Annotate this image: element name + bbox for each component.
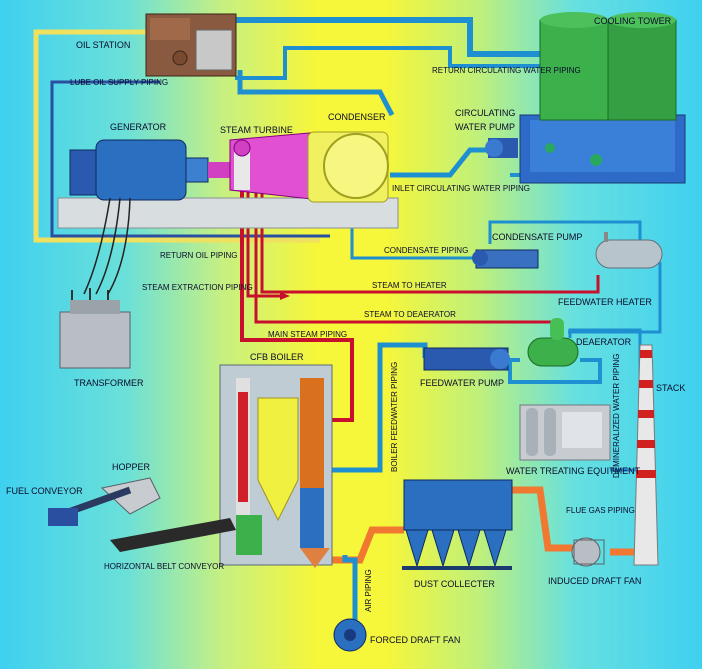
steam-extraction-arrow (280, 292, 290, 300)
water-treating-equipment (519, 404, 611, 461)
air-pipe (342, 555, 358, 625)
power-cable (83, 197, 111, 295)
generator (57, 139, 399, 229)
stack (633, 344, 659, 566)
induced-draft-fan (571, 537, 605, 567)
return-oil-pipe (50, 90, 330, 238)
dust-collecter-label: DUST COLLECTER (414, 579, 495, 589)
dust-collecter (402, 479, 513, 570)
condenser (307, 131, 389, 203)
power-cable (95, 197, 121, 295)
flue-gas-pipe-2 (512, 486, 575, 552)
cooling-tower (519, 12, 686, 184)
return-circulating-water-piping-label: RETURN CIRCULATING WATER PIPING (432, 66, 581, 75)
hopper (100, 477, 161, 515)
water-treating-equipment-label: WATER TREATING EQUITMENT (506, 466, 641, 476)
forced-draft-fan-label: FORCED DRAFT FAN (370, 635, 461, 645)
oil-station-label: OIL STATION (76, 40, 131, 50)
circulating-water-pump-label: CIRCULATING WATER PUMP (455, 108, 516, 132)
condenser-label: CONDENSER (328, 112, 386, 122)
steam-extraction-piping-label: STEAM EXTRACTION PIPING (142, 283, 253, 292)
return-circulating-water-pipe-2 (235, 46, 540, 80)
feedwater-pump (423, 347, 510, 371)
circulating-water-pump (485, 138, 518, 158)
flue-gas-piping-label: FLUE GAS PIPING (566, 506, 635, 515)
main-steam-pipe (240, 150, 354, 422)
feedwater-heater-label: FEEDWATER HEATER (558, 297, 652, 307)
fuel-conveyor (48, 486, 132, 526)
feedwater-pump-label: FEEDWATER PUMP (420, 378, 505, 388)
condensate-pump-label: CONDENSATE PUMP (492, 232, 583, 242)
steam-to-heater-label: STEAM TO HEATER (372, 281, 447, 290)
lube-oil-supply-pipe (33, 29, 320, 243)
generator-label: GENERATOR (110, 122, 167, 132)
demineralized-water-piping-label: DEMINERALIZED WATER PIPING (612, 353, 621, 478)
hopper-label: HOPPER (112, 462, 151, 472)
deaerator (527, 318, 579, 367)
steam-to-deaerator-label: STEAM TO DEAERATOR (364, 310, 456, 319)
deaerator-to-pump-pipe (508, 358, 602, 384)
forced-draft-fan (333, 618, 367, 652)
deaerator-label: DEAERATOR (576, 337, 632, 347)
inlet-circulating-water-piping-label: INLET CIRCULATING WATER PIPING (392, 184, 530, 193)
boiler-feedwater-piping-label: BOILER FEEDWATER PIPING (390, 361, 399, 472)
transformer (59, 288, 131, 369)
condensate-to-heater-pipe (488, 220, 642, 244)
power-cable (107, 197, 131, 295)
fuel-conveyor-label: FUEL CONVEYOR (6, 486, 83, 496)
horizontal-belt-conveyor-label: HORIZONTAL BELT CONVEYOR (104, 562, 225, 571)
horizontal-belt-conveyor (110, 518, 236, 552)
induced-draft-fan-label: INDUCED DRAFT FAN (548, 576, 642, 586)
feedwater-heater (595, 232, 663, 269)
condensate-pump (472, 249, 539, 269)
lube-oil-line-2 (50, 80, 160, 90)
inlet-circulating-water-pipe (390, 147, 500, 178)
stack-label: STACK (656, 383, 686, 393)
transformer-label: TRANSFORMER (74, 378, 144, 388)
cooling-tower-label: COOLING TOWER (594, 16, 672, 26)
demineralized-water-pipe (568, 328, 642, 472)
oil-station (145, 13, 237, 77)
cfb-boiler-label: CFB BOILER (250, 352, 304, 362)
boiler-feedwater-pipe (330, 342, 428, 473)
lube-oil-supply-piping-label: LUBE OIL SUPPLY PIPING (70, 78, 169, 87)
condenser-to-tower-pipe (237, 70, 395, 117)
flue-gas-pipe-1 (330, 526, 404, 564)
main-steam-piping-label: MAIN STEAM PIPING (268, 330, 348, 339)
steam-turbine (229, 131, 321, 201)
steam-turbine-label: STEAM TURBINE (220, 125, 293, 135)
condensate-piping-label: CONDENSATE PIPING (384, 246, 469, 255)
cfb-boiler (219, 364, 333, 568)
air-piping-label: AIR PIPING (364, 569, 373, 612)
heater-to-deaerator-pipe (568, 262, 662, 334)
return-oil-piping-label: RETURN OIL PIPING (160, 251, 238, 260)
